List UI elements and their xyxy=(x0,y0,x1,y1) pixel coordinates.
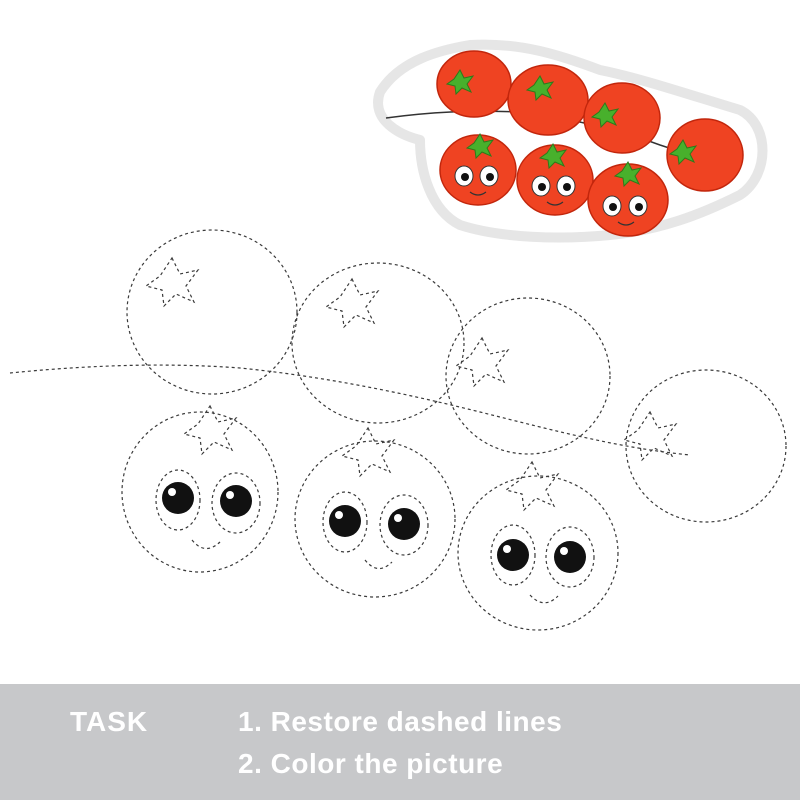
dashed-eye xyxy=(155,469,201,531)
task-step-color: 2. Color the picture xyxy=(238,748,504,779)
sample-tomato xyxy=(666,118,744,192)
dashed-tomato xyxy=(625,369,787,523)
dashed-tomato xyxy=(445,297,611,455)
task-label: TASK xyxy=(70,706,149,737)
task-step-restore: 1. Restore dashed lines xyxy=(238,706,563,737)
dashed-mouth xyxy=(191,539,221,550)
tracing-illustration xyxy=(9,39,787,631)
dashed-outline xyxy=(9,229,787,631)
dashed-eye xyxy=(322,491,368,553)
pupil xyxy=(388,508,420,540)
dashed-eye xyxy=(211,472,261,534)
sample-picture xyxy=(373,39,768,243)
dashed-tomato-face xyxy=(294,440,456,598)
sample-tomato-face xyxy=(516,143,594,216)
dashed-eye xyxy=(379,494,429,556)
sample-tomato xyxy=(436,50,512,118)
dashed-eye xyxy=(545,526,595,588)
dashed-tomato-face xyxy=(121,411,279,573)
pupil xyxy=(220,485,252,517)
eye-highlights xyxy=(168,488,568,555)
dashed-eye xyxy=(490,524,536,586)
dashed-mouth xyxy=(529,594,559,604)
pupil xyxy=(329,505,361,537)
dashed-stem xyxy=(9,364,691,456)
dashed-tomato-face xyxy=(457,475,619,631)
sample-tomato xyxy=(507,64,589,136)
dashed-tomato xyxy=(126,229,298,395)
sample-tomato xyxy=(583,82,661,154)
pupil xyxy=(497,539,529,571)
pupil xyxy=(162,482,194,514)
task-bar: TASK 1. Restore dashed lines 2. Color th… xyxy=(0,684,800,800)
sample-tomato-face xyxy=(439,133,517,206)
sample-tomato-face xyxy=(587,161,669,237)
dashed-leaves xyxy=(145,257,677,511)
pupil xyxy=(554,541,586,573)
dashed-tomato xyxy=(291,262,465,424)
dashed-mouth xyxy=(364,559,393,570)
